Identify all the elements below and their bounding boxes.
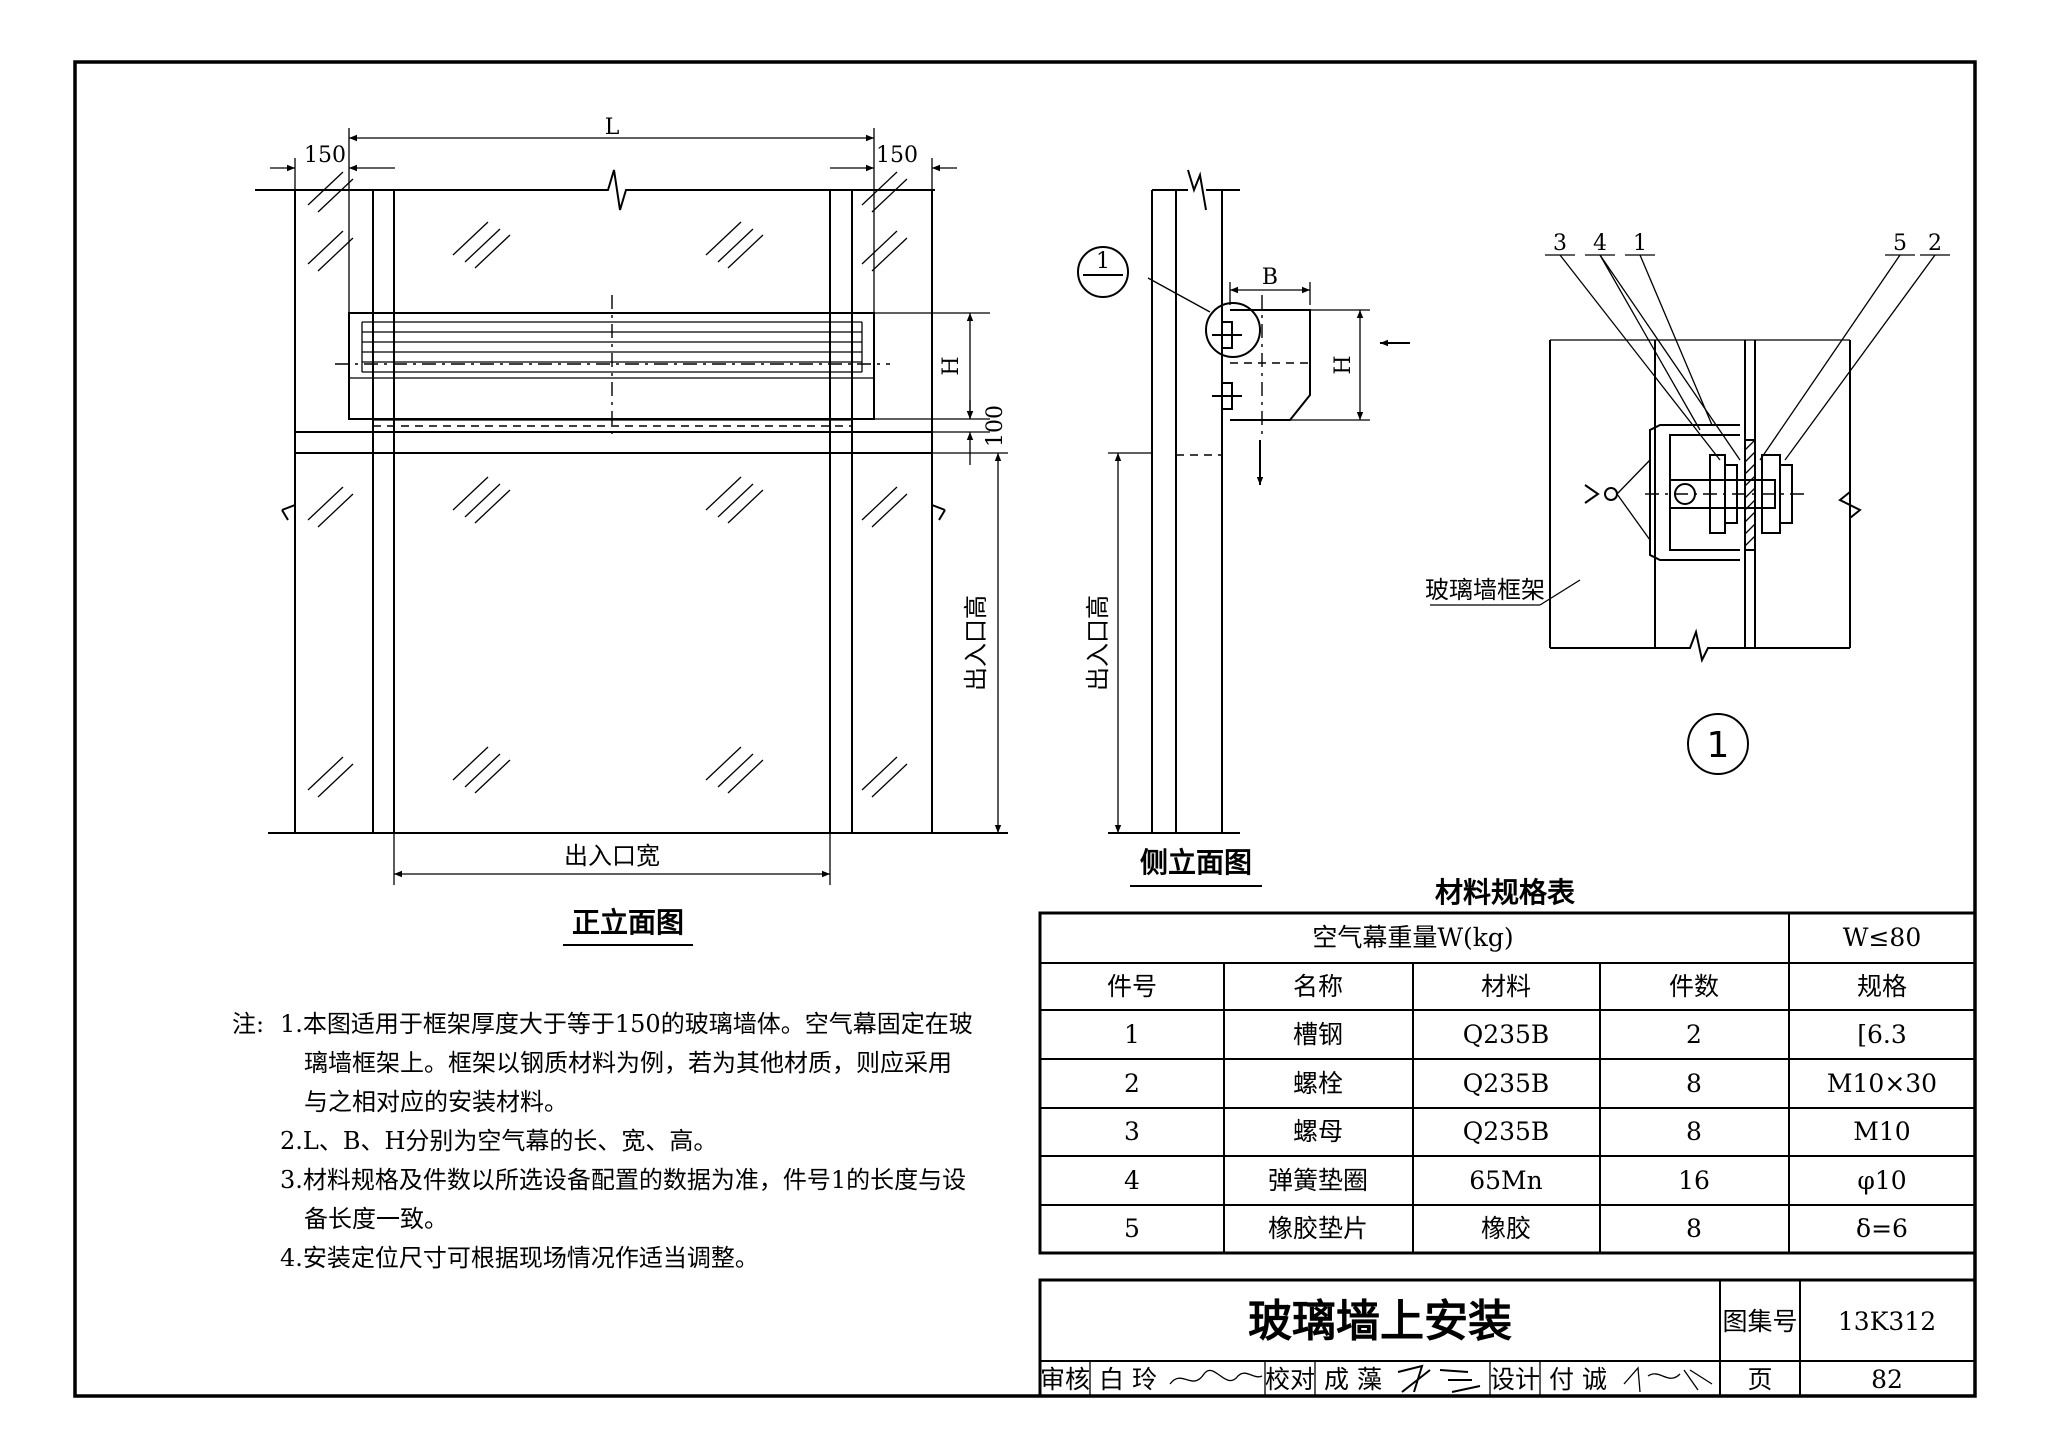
table-title: 材料规格表 — [1435, 876, 1575, 909]
note-line-5: 3.材料规格及件数以所选设备配置的数据为准，件号1的长度与设 — [280, 1166, 966, 1194]
detail-view: 3 4 1 5 2 玻璃墙框架 1 — [1425, 231, 1950, 775]
front-view-title: 正立面图 — [572, 906, 684, 939]
header-spec: 规格 — [1857, 972, 1907, 1001]
notes: 注: 1.本图适用于框架厚度大于等于150的玻璃墙体。空气幕固定在玻 璃墙框架上… — [232, 1010, 973, 1272]
note-line-6: 备长度一致。 — [304, 1205, 448, 1233]
table-cell: 8 — [1686, 1214, 1702, 1243]
side-callout-number: 1 — [1096, 249, 1110, 274]
table-cell: φ10 — [1857, 1166, 1906, 1195]
dim-H-side: H — [1331, 355, 1356, 374]
checker-name: 成 藻 — [1324, 1365, 1382, 1394]
table-cell: 3 — [1124, 1117, 1140, 1146]
front-view: L 150 150 H 100 出入口高 出入口宽 正立面图 — [255, 115, 1008, 946]
dim-150-right: 150 — [876, 143, 918, 168]
header-name: 名称 — [1293, 972, 1343, 1001]
table-cell: M10 — [1853, 1117, 1910, 1146]
note-line-1: 1.本图适用于框架厚度大于等于150的玻璃墙体。空气幕固定在玻 — [280, 1010, 973, 1038]
table-cell: 弹簧垫圈 — [1268, 1166, 1368, 1195]
table-cell: 2 — [1686, 1020, 1702, 1049]
weight-value: W≤80 — [1843, 923, 1921, 952]
table-cell: Q235B — [1463, 1069, 1550, 1098]
header-no: 件号 — [1107, 972, 1157, 1001]
check-label: 校对 — [1265, 1365, 1315, 1394]
table-cell: Q235B — [1463, 1020, 1550, 1049]
table-cell: δ=6 — [1856, 1214, 1908, 1243]
note-line-2: 璃墙框架上。框架以钢质材料为例，若为其他材质，则应采用 — [304, 1049, 952, 1077]
page-value: 82 — [1871, 1365, 1903, 1394]
header-qty: 件数 — [1669, 972, 1719, 1001]
callout-5: 5 — [1893, 231, 1907, 256]
dim-H-front: H — [939, 356, 964, 375]
side-view: 1 B H 出入口高 侧立面图 — [1077, 169, 1410, 887]
table-cell: 8 — [1686, 1069, 1702, 1098]
materials-table: 材料规格表 空气幕重量W(kg) W≤80 件号 名称 材料 件数 规格 1 槽… — [1038, 876, 1977, 1255]
table-cell: 1 — [1124, 1020, 1140, 1049]
notes-prefix: 注: — [232, 1010, 264, 1038]
dim-width: 出入口宽 — [564, 842, 660, 870]
dim-height-front: 出入口高 — [962, 595, 990, 691]
table-cell: 4 — [1124, 1166, 1140, 1195]
designer-name: 付 诚 — [1549, 1365, 1607, 1394]
weight-label: 空气幕重量W(kg) — [1312, 923, 1513, 952]
checker-signature — [1397, 1364, 1481, 1393]
sheet-border — [73, 60, 1977, 1398]
table-cell: 螺栓 — [1293, 1069, 1343, 1098]
table-cell: Q235B — [1463, 1117, 1550, 1146]
table-cell: 橡胶 — [1481, 1214, 1531, 1243]
table-cell: 橡胶垫片 — [1268, 1214, 1368, 1243]
table-cell: 8 — [1686, 1117, 1702, 1146]
callout-4: 4 — [1593, 231, 1607, 256]
table-cell: 16 — [1678, 1166, 1710, 1195]
review-label: 审核 — [1040, 1365, 1090, 1394]
note-line-3: 与之相对应的安装材料。 — [304, 1088, 568, 1116]
table-cell: 5 — [1124, 1214, 1140, 1243]
note-line-4: 2.L、B、H分别为空气幕的长、宽、高。 — [280, 1127, 717, 1155]
dim-150-left: 150 — [304, 143, 346, 168]
table-cell: 65Mn — [1469, 1166, 1543, 1195]
table-cell: 槽钢 — [1293, 1020, 1343, 1049]
side-view-title: 侧立面图 — [1140, 846, 1252, 879]
design-label: 设计 — [1490, 1365, 1540, 1394]
table-cell: 2 — [1124, 1069, 1140, 1098]
reviewer-signature — [1169, 1369, 1263, 1385]
atlas-value: 13K312 — [1838, 1307, 1936, 1336]
atlas-label: 图集号 — [1722, 1307, 1797, 1336]
header-material: 材料 — [1481, 972, 1531, 1001]
table-cell: 螺母 — [1293, 1117, 1343, 1146]
callout-3: 3 — [1553, 231, 1567, 256]
drawing-title: 玻璃墙上安装 — [1248, 1296, 1512, 1347]
table-cell: [6.3 — [1857, 1020, 1907, 1049]
designer-signature — [1623, 1366, 1713, 1393]
page-label: 页 — [1747, 1365, 1772, 1394]
reviewer-name: 白 玲 — [1099, 1365, 1157, 1394]
table-cell: M10×30 — [1827, 1069, 1937, 1098]
dim-L: L — [605, 115, 620, 140]
note-line-7: 4.安装定位尺寸可根据现场情况作适当调整。 — [280, 1244, 759, 1272]
detail-number: 1 — [1707, 725, 1730, 766]
dim-height-side: 出入口高 — [1084, 595, 1112, 691]
dim-B: B — [1262, 265, 1278, 290]
frame-label: 玻璃墙框架 — [1425, 576, 1545, 604]
dim-100: 100 — [983, 405, 1008, 447]
callout-2: 2 — [1928, 231, 1942, 256]
callout-1: 1 — [1633, 231, 1647, 256]
title-block: 玻璃墙上安装 图集号 13K312 页 82 审核 白 玲 校对 成 藻 设计 … — [1038, 1278, 1977, 1398]
